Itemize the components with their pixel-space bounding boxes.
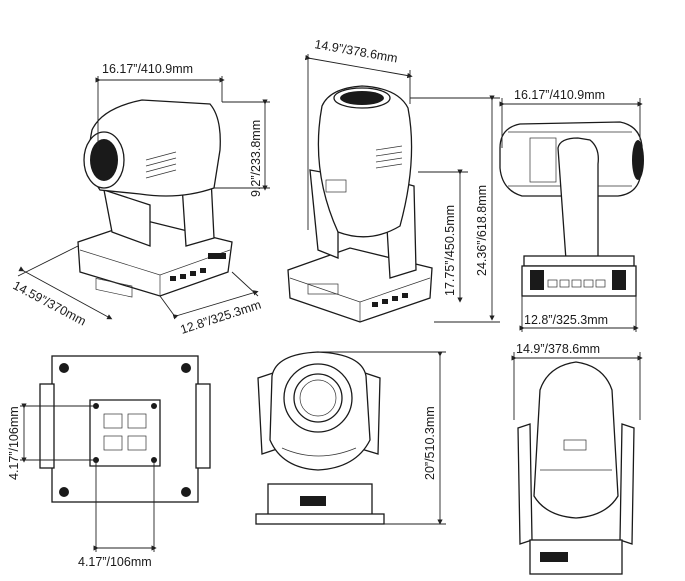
dim-front-view-height: 20”/510.3mm — [423, 406, 437, 480]
dim-side-mid-height: 17.75”/450.5mm — [443, 205, 457, 296]
perspective-view-1: 16.17”/410.9mm 9.2”/233.8mm 14.59”/370mm… — [11, 62, 270, 337]
dim-side-full-height: 24.36”/618.8mm — [475, 185, 489, 276]
dim-right-base: 12.8”/325.3mm — [524, 313, 608, 327]
dim-front-base: 12.8”/325.3mm — [179, 298, 263, 337]
dim-front-depth: 14.59”/370mm — [11, 278, 89, 328]
dim-front-height: 9.2”/233.8mm — [249, 120, 263, 197]
base-button-row-2 — [372, 293, 408, 307]
side-view-right: 16.17”/410.9mm 12.8”/325.3mm — [499, 88, 644, 332]
dim-bottom-width: 4.17”/106mm — [78, 555, 152, 569]
base-button-row — [170, 268, 206, 281]
bottom-view: 4.17”/106mm 4.17”/106mm — [7, 355, 211, 569]
back-view: 14.9”/378.6mm — [511, 342, 643, 575]
dim-front-width: 16.17”/410.9mm — [102, 62, 193, 76]
dim-bottom-side: 4.17”/106mm — [7, 406, 21, 480]
dim-right-width: 16.17”/410.9mm — [514, 88, 605, 102]
side-vent-slats — [375, 145, 403, 169]
front-view: 20”/510.3mm — [255, 351, 446, 525]
head-vent-slats — [145, 151, 177, 179]
dim-back-view-width: 14.9”/378.6mm — [516, 342, 600, 356]
perspective-view-2: 14.9”/378.6mm 24.36”/618.8mm 17.75”/450.… — [287, 37, 500, 323]
side-base-buttons — [547, 279, 606, 288]
